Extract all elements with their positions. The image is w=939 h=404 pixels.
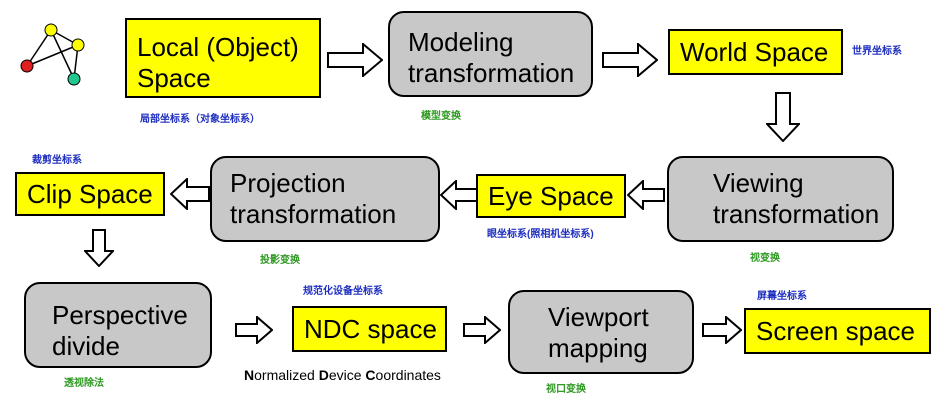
hollow-arrow-down-icon — [766, 92, 800, 142]
hollow-arrow-left-icon — [627, 180, 665, 210]
local-space-box: Local (Object) Space — [125, 18, 321, 98]
perspective-divide-caption: 透视除法 — [64, 378, 104, 389]
modeling-transformation-box: Modeling transformation — [388, 11, 593, 97]
hollow-arrow-right-icon — [702, 316, 742, 344]
ndc-initial-c: C — [365, 367, 376, 383]
projection-transformation-box: Projection transformation — [210, 156, 440, 242]
clip-space-box: Clip Space — [15, 172, 165, 216]
ndc-initial-d: D — [318, 367, 329, 383]
hollow-arrow-right-icon — [327, 43, 383, 77]
ndc-word-normalized: ormalized — [254, 367, 319, 383]
world-space-box: World Space — [668, 29, 843, 75]
screen-space-caption: 屏幕坐标系 — [757, 291, 807, 302]
projection-transformation-caption: 投影变换 — [260, 255, 300, 266]
ndc-space-box: NDC space — [292, 306, 447, 352]
modeling-transformation-caption: 模型变换 — [421, 111, 461, 122]
world-space-caption: 世界坐标系 — [852, 46, 902, 57]
local-space-caption: 局部坐标系（对象坐标系） — [140, 114, 260, 125]
ndc-word-device: evice — [328, 367, 366, 383]
hollow-arrow-left-icon — [170, 178, 210, 210]
ndc-full-name: Normalized Device Coordinates — [244, 367, 441, 383]
viewing-transformation-caption: 视变换 — [750, 253, 780, 264]
viewport-mapping-box: Viewport mapping — [508, 290, 694, 374]
mesh-triangle-icon — [20, 23, 85, 86]
hollow-arrow-right-icon — [602, 43, 658, 77]
ndc-initial-n: N — [244, 367, 255, 383]
hollow-arrow-left-icon — [440, 180, 478, 210]
hollow-arrow-right-icon — [463, 316, 501, 344]
perspective-divide-box: Perspective divide — [24, 282, 212, 368]
eye-space-box: Eye Space — [476, 174, 626, 218]
hollow-arrow-right-icon — [235, 316, 273, 344]
ndc-space-caption: 规范化设备坐标系 — [303, 286, 383, 297]
screen-space-box: Screen space — [744, 308, 931, 354]
ndc-word-coordinates: oordinates — [375, 367, 441, 383]
viewing-transformation-box: Viewing transformation — [667, 156, 894, 242]
eye-space-caption: 眼坐标系(照相机坐标系) — [487, 229, 594, 240]
clip-space-caption: 裁剪坐标系 — [32, 155, 82, 166]
hollow-arrow-down-icon — [84, 229, 114, 267]
viewport-mapping-caption: 视口变换 — [546, 384, 586, 395]
